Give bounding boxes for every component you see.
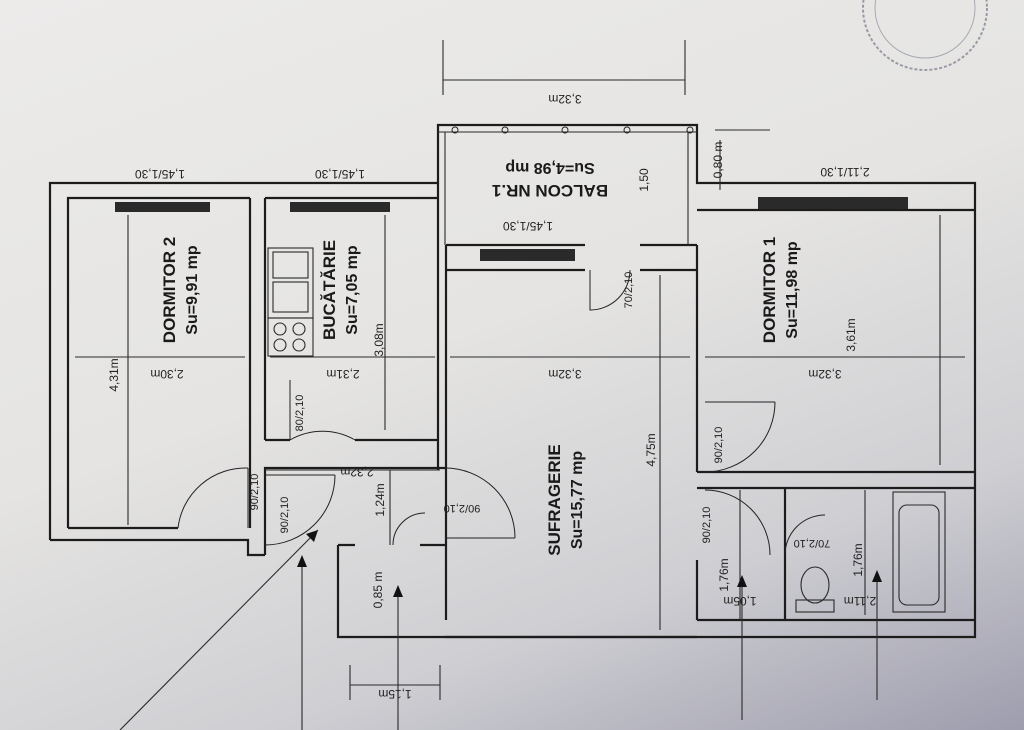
bucatarie-width-label: 2,31m: [326, 367, 359, 381]
hall-width-label: 2,32m: [340, 465, 373, 479]
door-bath-left-label: 90/2,10: [701, 507, 713, 544]
kitchen-fixtures: [267, 247, 314, 357]
door-dormitor2-label: 90/2,10: [249, 474, 261, 511]
vestibule-depth-label: 0,85 m: [371, 572, 385, 609]
bucatarie-area: Su=7,05 mp: [344, 245, 361, 335]
balcon-area: Su=4,98 mp: [505, 159, 595, 176]
balcon-length-label: 3,32m: [548, 92, 581, 106]
bucatarie-length-label: 3,08m: [372, 323, 386, 356]
bucatarie-window-label: 1,45/1,30: [315, 167, 365, 181]
balcony-railing: [438, 126, 697, 245]
dormitor1-area: Su=11,98 mp: [784, 241, 801, 339]
dormitor1-width-label: 3,32m: [808, 367, 841, 381]
doors: [177, 269, 826, 556]
sufragerie-name: SUFRAGERIE: [545, 444, 564, 555]
sufragerie-width-label: 3,32m: [548, 367, 581, 381]
bath-width-label: 2,11m: [844, 594, 876, 608]
storage-depth-label: 1,76m: [717, 558, 731, 591]
hall-depth-label: 1,24m: [373, 483, 387, 516]
dormitor1-length-label: 3,61m: [844, 318, 858, 351]
stamp-seal: [862, 0, 988, 71]
windows: [115, 197, 908, 261]
door-bucatarie-label: 80/2,10: [294, 395, 306, 432]
door-balcon-label: 70/2,10: [623, 272, 635, 309]
door-bath-right-label: 70/2,10: [794, 537, 831, 549]
dormitor2-area: Su=9,91 mp: [184, 245, 201, 335]
storage-width-label: 1,05m: [723, 594, 756, 608]
dimension-lines: [75, 40, 965, 700]
dormitor2-window-label: 1,45/1,30: [135, 167, 185, 181]
dormitor2-width-label: 2,30m: [150, 367, 183, 381]
balcon-window-label: 1,45/1,30: [503, 219, 553, 233]
bucatarie-name: BUCĂTĂRIE: [320, 240, 339, 340]
balcony-offset-label: 0,80 m: [711, 142, 725, 179]
sufragerie-length-label: 4,75m: [644, 433, 658, 466]
balcon-name: BALCON NR.1: [492, 181, 608, 200]
dormitor1-window-label: 2,11/1,30: [820, 165, 869, 179]
dormitor2-name: DORMITOR 2: [160, 237, 179, 343]
door-entrance-label: 90/2,10: [279, 497, 291, 534]
door-hall-label: 90/2,10: [444, 502, 481, 514]
balcon-depth-label: 1,50: [637, 168, 651, 192]
walls: [48, 123, 977, 639]
bath-depth-label: 1,76m: [851, 543, 865, 576]
door-dormitor1-label: 90/2,10: [713, 427, 725, 464]
entrance-arrows: [119, 529, 882, 730]
dormitor1-name: DORMITOR 1: [760, 237, 779, 343]
bathroom-fixtures: [795, 491, 946, 613]
sufragerie-area: Su=15,77 mp: [569, 451, 586, 550]
vestibule-width-label: 1,15m: [378, 687, 411, 701]
dormitor2-length-label: 4,31m: [107, 358, 121, 391]
